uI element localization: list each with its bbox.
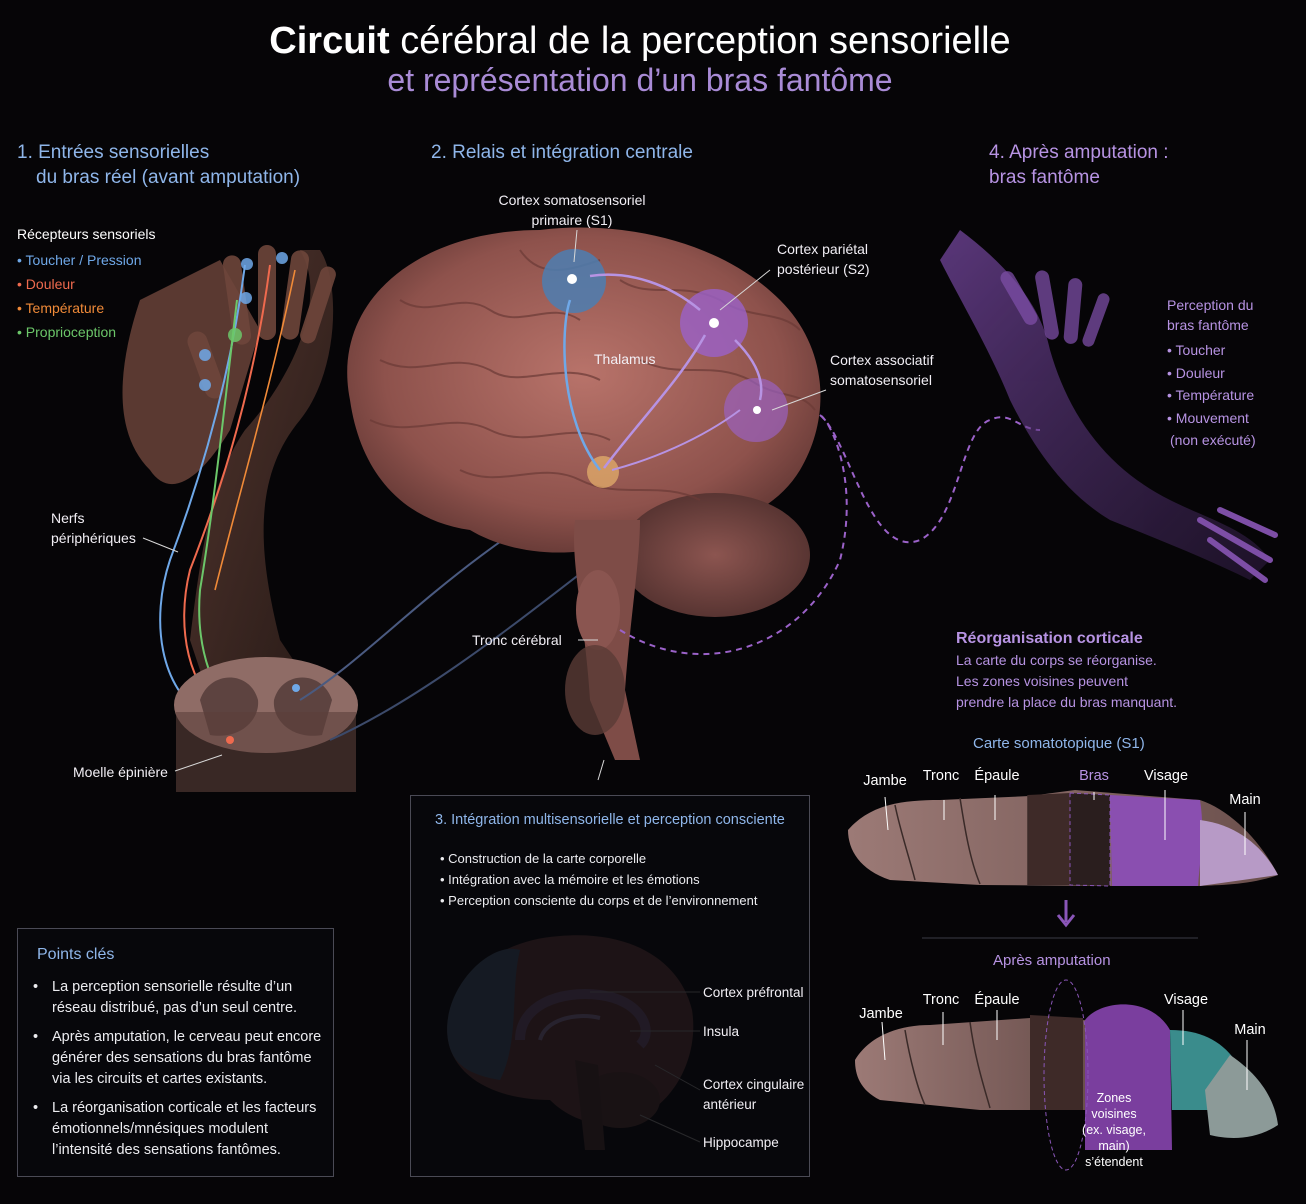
hippocampus-label: Hippocampe bbox=[703, 1135, 779, 1150]
assoc-line2: somatosensoriel bbox=[830, 372, 932, 388]
before-bras: Bras bbox=[1079, 768, 1109, 784]
assoc-line1: Cortex associatif bbox=[830, 352, 934, 368]
key-point-1: • La perception sensorielle résulte d’un… bbox=[33, 977, 323, 1019]
legend-temperature: • Température bbox=[17, 300, 105, 316]
before-jambe: Jambe bbox=[863, 773, 907, 789]
reorg-title: Réorganisation corticale bbox=[956, 630, 1143, 647]
integration-bullet1: • Construction de la carte corporelle bbox=[440, 851, 647, 866]
s1-label: Cortex somatosensoriel primaire (S1) bbox=[472, 190, 672, 230]
phantom-title2: bras fantôme bbox=[1167, 317, 1249, 333]
title-rest: cérébral de la perception sensorielle bbox=[389, 20, 1011, 62]
before-tronc: Tronc bbox=[922, 768, 960, 784]
before-main: Main bbox=[1229, 792, 1261, 808]
thalamus-label: Thalamus bbox=[594, 351, 656, 367]
page-title: Circuit cérébral de la perception sensor… bbox=[0, 20, 1280, 63]
legend-touch: • Toucher / Pression bbox=[17, 252, 142, 268]
zones-line2: voisines bbox=[1091, 1107, 1137, 1121]
somatotopic-map-before bbox=[848, 790, 1278, 887]
somato-map-title: Carte somatotopique (S1) bbox=[973, 735, 1145, 752]
section4-heading: 4. Après amputation : bras fantôme bbox=[989, 140, 1169, 190]
integration-bullet2: • Intégration avec la mémoire et les émo… bbox=[440, 872, 700, 887]
s2-line2: postérieur (S2) bbox=[777, 261, 870, 277]
somatotopic-map-after bbox=[855, 979, 1278, 1171]
phantom-perception: Perception du bras fantôme • Toucher • D… bbox=[1167, 295, 1256, 452]
section4-line1: 4. Après amputation : bbox=[989, 142, 1169, 163]
s1-line2: primaire (S1) bbox=[531, 212, 613, 228]
s2-label: Cortex pariétal postérieur (S2) bbox=[777, 239, 870, 279]
key-points-title: Points clés bbox=[37, 946, 115, 963]
reorg-line2: Les zones voisines peuvent bbox=[956, 673, 1128, 689]
brainstem-label: Tronc cérébral bbox=[472, 632, 562, 648]
kp3-line2: émotionnels/mnésiques modulent bbox=[52, 1121, 269, 1137]
after-epaule: Épaule bbox=[974, 992, 1020, 1008]
receptor-legend: Récepteurs sensoriels • Toucher / Pressi… bbox=[17, 226, 156, 344]
reorg-block: Réorganisation corticale La carte du cor… bbox=[956, 630, 1177, 713]
nerves-line2: périphériques bbox=[51, 530, 136, 546]
phantom-item-touch: • Toucher bbox=[1167, 342, 1226, 358]
section1-heading: 1. Entrées sensorielles du bras réel (av… bbox=[17, 140, 300, 190]
assoc-cortex-label: Cortex associatif somatosensoriel bbox=[830, 350, 933, 390]
spinal-cord-illustration bbox=[174, 657, 358, 792]
section4-line2: bras fantôme bbox=[989, 167, 1100, 188]
after-jambe: Jambe bbox=[859, 1006, 903, 1022]
kp2-line1: Après amputation, le cerveau peut encore bbox=[52, 1029, 322, 1045]
integration-bullet3: • Perception consciente du corps et de l… bbox=[440, 893, 758, 908]
spinal-cord-label: Moelle épinière bbox=[73, 764, 168, 780]
legend-proprioception: • Proprioception bbox=[17, 324, 117, 340]
after-main: Main bbox=[1234, 1022, 1266, 1038]
zones-line4: main) bbox=[1098, 1139, 1130, 1153]
phantom-arm-illustration bbox=[940, 230, 1278, 583]
after-amputation-title: Après amputation bbox=[993, 952, 1111, 969]
section1-line1: 1. Entrées sensorielles bbox=[17, 142, 210, 163]
key-point-3: • La réorganisation corticale et les fac… bbox=[33, 1098, 323, 1161]
zones-line1: Zones bbox=[1096, 1091, 1132, 1105]
kp1-line1: La perception sensorielle résulte d’un bbox=[52, 979, 293, 995]
cingulate-line2: antérieur bbox=[703, 1097, 757, 1112]
phantom-item-temperature: • Température bbox=[1167, 387, 1255, 403]
kp1-line2: réseau distribué, pas d’un seul centre. bbox=[52, 1000, 298, 1016]
integration-title: 3. Intégration multisensorielle et perce… bbox=[435, 812, 785, 828]
page-subtitle: et représentation d’un bras fantôme bbox=[387, 62, 893, 98]
insula-label: Insula bbox=[703, 1024, 740, 1039]
phantom-item-movement: • Mouvement bbox=[1167, 409, 1249, 426]
after-tronc: Tronc bbox=[922, 992, 960, 1008]
cingulate-label: Cortex cingulaire antérieur bbox=[703, 1075, 804, 1115]
zones-line3: (ex. visage, bbox=[1082, 1123, 1146, 1137]
peripheral-nerves-label: Nerfs périphériques bbox=[51, 508, 136, 548]
after-visage: Visage bbox=[1163, 992, 1209, 1008]
nerves-line1: Nerfs bbox=[51, 510, 85, 526]
title-bold: Circuit bbox=[269, 20, 390, 62]
integration-panel: 3. Intégration multisensorielle et perce… bbox=[410, 795, 810, 1177]
kp2-line3: via les circuits et cartes existants. bbox=[52, 1071, 268, 1087]
phantom-item-note: (non exécuté) bbox=[1170, 432, 1256, 448]
reorg-line1: La carte du corps se réorganise. bbox=[956, 652, 1157, 668]
before-epaule: Épaule bbox=[974, 768, 1020, 784]
brain-illustration bbox=[347, 227, 821, 760]
before-visage: Visage bbox=[1143, 768, 1189, 784]
section1-line2: du bras réel (avant amputation) bbox=[36, 167, 301, 188]
s2-line1: Cortex pariétal bbox=[777, 241, 869, 257]
key-points-panel: Points clés • La perception sensorielle … bbox=[17, 928, 334, 1177]
kp2-line2: générer des sensations du bras fantôme bbox=[52, 1050, 312, 1066]
legend-pain: • Douleur bbox=[17, 276, 75, 292]
zones-line5: s’étendent bbox=[1085, 1155, 1143, 1169]
zones-expanding-label: Zones voisines (ex. visage, main) s’éten… bbox=[1074, 1090, 1154, 1170]
phantom-item-pain: • Douleur bbox=[1167, 364, 1225, 381]
kp3-line3: l’intensité des sensations fantômes. bbox=[52, 1142, 281, 1158]
section2-heading: 2. Relais et intégration centrale bbox=[431, 142, 693, 163]
prefrontal-label: Cortex préfrontal bbox=[703, 985, 804, 1000]
key-point-2: • Après amputation, le cerveau peut enco… bbox=[33, 1027, 323, 1090]
phantom-title1: Perception du bbox=[1167, 297, 1254, 313]
kp3-line1: La réorganisation corticale et les facte… bbox=[52, 1100, 317, 1116]
s1-line1: Cortex somatosensoriel bbox=[498, 192, 646, 208]
receptor-legend-title: Récepteurs sensoriels bbox=[17, 226, 156, 242]
reorg-line3: prendre la place du bras manquant. bbox=[956, 694, 1178, 710]
cingulate-line1: Cortex cingulaire bbox=[703, 1077, 805, 1092]
